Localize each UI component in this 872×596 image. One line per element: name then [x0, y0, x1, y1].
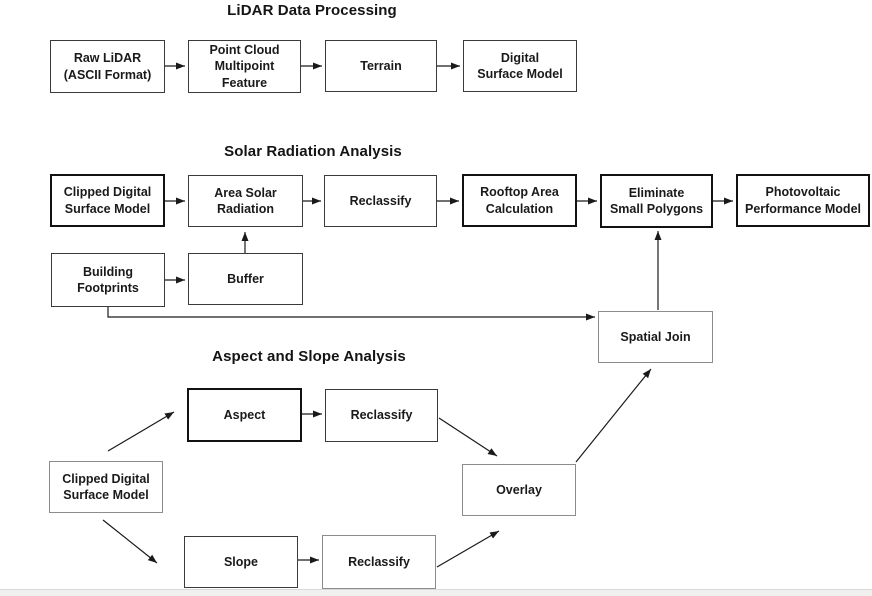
node-label: Buffer	[227, 271, 264, 286]
arrow-building-to-spatial-join	[107, 307, 595, 321]
node-label: Raw LiDAR (ASCII Format)	[63, 51, 152, 82]
node-reclassify-slope: Reclassify	[322, 535, 436, 589]
node-clipped-digital-surface-model-solar: Clipped Digital Surface Model	[50, 174, 165, 227]
section-title-solar: Solar Radiation Analysis	[224, 143, 402, 160]
node-buffer: Buffer	[188, 253, 303, 305]
arrow-reclassify-to-overlay-bottom	[436, 530, 500, 568]
node-terrain: Terrain	[325, 40, 437, 92]
node-eliminate-small-polygons: Eliminate Small Polygons	[600, 174, 713, 228]
node-label: Overlay	[496, 482, 542, 497]
node-raw-lidar: Raw LiDAR (ASCII Format)	[50, 40, 165, 93]
node-label: Rooftop Area Calculation	[480, 185, 559, 216]
section-title-lidar: LiDAR Data Processing	[227, 2, 397, 19]
node-overlay: Overlay	[462, 464, 576, 516]
node-clipped-digital-surface-model-aspect: Clipped Digital Surface Model	[49, 461, 163, 513]
node-label: Clipped Digital Surface Model	[62, 471, 150, 502]
node-label: Spatial Join	[620, 329, 691, 344]
bottom-page-edge	[0, 589, 872, 596]
node-spatial-join: Spatial Join	[598, 311, 713, 363]
node-label: Digital Surface Model	[477, 50, 563, 81]
node-label: Eliminate Small Polygons	[609, 185, 704, 216]
node-label: Terrain	[360, 58, 402, 73]
node-label: Photovoltaic Performance Model	[744, 185, 861, 216]
node-aspect: Aspect	[187, 388, 302, 442]
node-building-footprints: Building Footprints	[51, 253, 165, 307]
arrow-overlay-to-spatial-join	[575, 368, 652, 463]
node-label: Building Footprints	[77, 264, 139, 295]
node-label: Area Solar Radiation	[214, 185, 277, 216]
node-label: Point Cloud Multipoint Feature	[209, 43, 280, 90]
node-label: Clipped Digital Surface Model	[63, 185, 152, 216]
arrow-reclassify-to-overlay-top	[438, 417, 498, 457]
node-area-solar-radiation: Area Solar Radiation	[188, 175, 303, 227]
node-label: Slope	[223, 554, 259, 569]
arrow-clipped-dsm-to-aspect	[107, 411, 175, 452]
node-digital-surface-model: Digital Surface Model	[463, 40, 577, 92]
node-point-cloud-multipoint-feature: Point Cloud Multipoint Feature	[188, 40, 301, 93]
node-photovoltaic-performance-model: Photovoltaic Performance Model	[736, 174, 870, 227]
node-reclassify-solar: Reclassify	[324, 175, 437, 227]
node-label: Aspect	[223, 407, 266, 422]
arrow-clipped-dsm-to-slope	[102, 519, 158, 564]
node-rooftop-area-calculation: Rooftop Area Calculation	[462, 174, 577, 227]
node-label: Reclassify	[350, 408, 413, 423]
node-label: Reclassify	[348, 554, 410, 569]
node-reclassify-aspect: Reclassify	[325, 389, 438, 442]
node-slope: Slope	[184, 536, 298, 588]
section-title-aspect-slope: Aspect and Slope Analysis	[212, 348, 406, 365]
node-label: Reclassify	[349, 193, 412, 208]
